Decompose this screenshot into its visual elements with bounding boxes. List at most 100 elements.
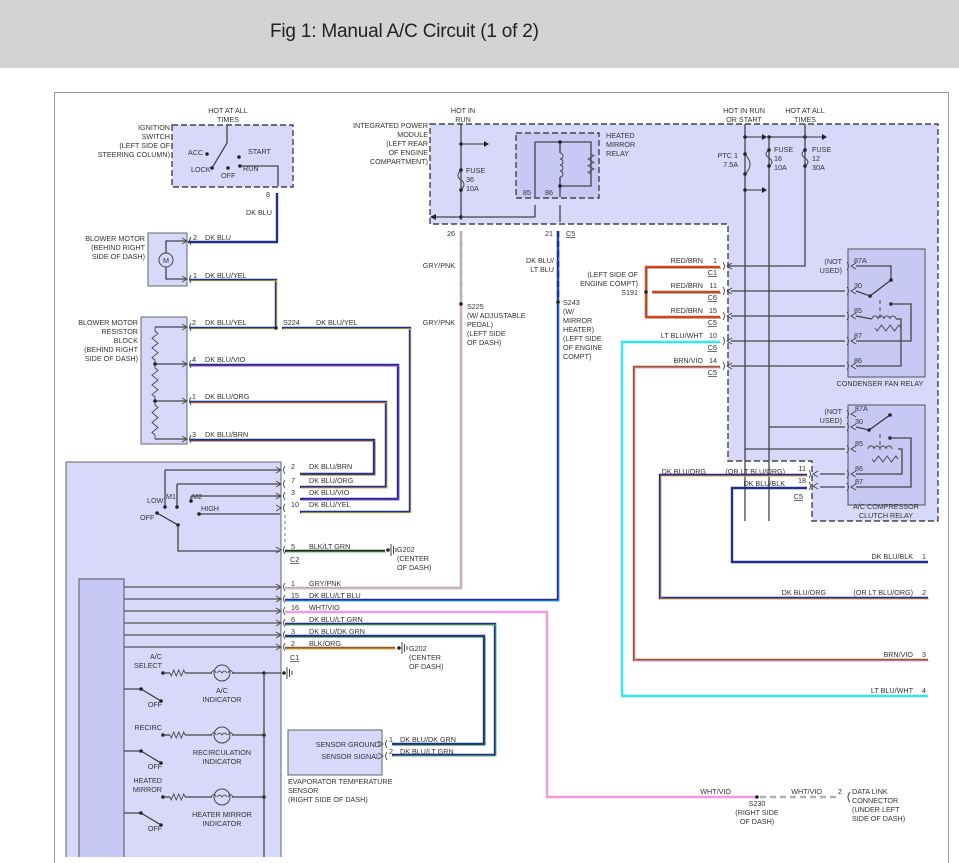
rb-pin-2-socket [189,322,192,332]
fuse-36-icon [457,169,465,191]
wire-gry-pnk-base [285,231,463,590]
connector-c2: C2 [290,555,299,564]
splice-dot [155,511,159,515]
c2-pin-7-socket [283,479,286,489]
indicator-off-label: OFF [148,762,163,771]
splice-dot [139,749,143,753]
acr-pin-86 [850,470,857,478]
continuation-number: 3 [922,650,926,659]
ignition-switch-label: IGNITION [138,123,170,132]
wire-label: DK BLU/BRN [309,462,352,471]
c2-pin-3 [275,492,282,500]
wire-label: LT BLU/WHT [661,331,704,340]
relay-pin-85: 85 [523,188,531,197]
acr-pin-87A-socket [846,409,849,419]
ign-pos-lock: LOCK [191,165,211,174]
acr-pin-30 [850,423,857,431]
c2-pin-2 [275,466,282,474]
acr-pin-85 [850,445,857,453]
hot-in-run-label: HOT IN [451,106,475,115]
motor-lead-top [165,240,186,253]
rb-pin-1 [181,397,188,405]
wire-label: DK BLU/BRN [205,430,248,439]
continuation-wire-label: DK BLU/BLK [871,552,913,561]
wire-dk-blu-yel-main [282,326,412,514]
indicator-select-label: HEATED [133,776,162,785]
motor-symbol: M [163,256,169,265]
ign-pos-acc: ACC [188,148,203,157]
splice-s225-label: PEDAL) [467,320,493,329]
lamp-circle [213,788,231,806]
blower-motor-label: (BEHIND RIGHT [91,243,146,252]
rb-pin-1-socket [189,396,192,406]
wire-label: DK BLU/DK GRN [309,627,365,636]
ac-compressor-relay-label: CLUTCH RELAY [859,511,913,520]
splice-dot [153,399,157,403]
rb-pin-2 [181,323,188,331]
ipm-label: COMPARTMENT) [370,157,428,166]
splice-s191-dot [644,290,648,294]
indicator-label: A/C [216,686,228,695]
splice-dot [159,761,163,765]
splice-s191-label: (LEFT SIDE OF [587,270,638,279]
indicator-off-label: OFF [148,700,163,709]
blower-pin-1 [181,275,188,283]
fuse-36-label: FUSE [466,166,485,175]
wire-label: DK BLU/LT GRN [309,615,363,624]
condenser-fan-relay-box [847,248,926,378]
sensor-pin-2-socket [385,751,388,761]
pin-label: 16 [291,603,299,612]
relay-85-wire [461,205,536,218]
ignition-switch-border [171,124,294,188]
sw-low: LOW [147,496,164,505]
splice-s243-label: MIRROR [563,316,592,325]
ground-g202-label-2: G202 [409,644,427,653]
wire-dk-blu-lt-blu [285,231,560,602]
cfr-pin-85-socket [846,311,849,321]
fuse-16-label: 16 [774,154,782,163]
indicator-label: RECIRCULATION [193,748,251,757]
acr-86-lead [856,448,903,475]
cfr-pin-30 [850,287,857,295]
c1-pin-3-socket [283,630,286,640]
splice-dot [139,687,143,691]
sensor-pin-1-socket [385,739,388,749]
rb-pin-4-socket [189,359,192,369]
fuse-36-label: 10A [466,184,479,193]
hot-at-all-times-label: HOT AT ALL [208,106,248,115]
wire-label: DK BLU/ORG [662,467,707,476]
fuse-12-label: FUSE [812,145,831,154]
wire-lt-blu-wht [620,340,928,698]
splice-s243-label: (LEFT SIDE [563,334,602,343]
wire-label: DK BLU/VIO [309,488,350,497]
hot-at-all-times-label-2: HOT AT ALL [785,106,825,115]
wire-dk-blu-lt-blu-base [285,231,560,602]
ground-g202-label-2: OF DASH) [409,662,443,671]
c1-pin-16-socket [283,606,286,616]
ipm-pin-15 [726,312,733,320]
wire-label: RED/BRN [671,256,703,265]
wire-label: DK BLU/YEL [316,318,358,327]
splice-dot [159,699,163,703]
wire-label: (OR LT BLU/ORG) [725,467,785,476]
acr-pin-30-socket [846,422,849,432]
relay-pin-label: 87 [854,331,862,340]
wire-label: BRN/VIO [673,356,703,365]
continuation-wire-label: LT BLU/WHT [871,686,914,695]
fuse-16-label: FUSE [774,145,793,154]
ptc-branch-arrow-head [762,134,767,140]
splice-s243-label: COMPT) [563,352,591,361]
indicator-lamp-icon [210,788,234,806]
resistor-icon [151,364,159,401]
pin-label: 2 [192,318,196,327]
wire-dk-blu-org-out-base [658,473,928,600]
heated-mirror-relay-box [516,133,599,198]
ac-compressor-relay-label: A/C COMPRESSOR [853,502,919,511]
pin-label: 11 [710,281,717,290]
ipm-pin-11 [726,287,733,295]
wire-blk-lt-grn [285,549,386,553]
c1-pin-6 [275,619,282,627]
blower-pin-1-socket [189,274,192,284]
wire-dk-blu-vio [190,363,400,501]
wire-label: DK BLU/ORG [782,588,827,597]
